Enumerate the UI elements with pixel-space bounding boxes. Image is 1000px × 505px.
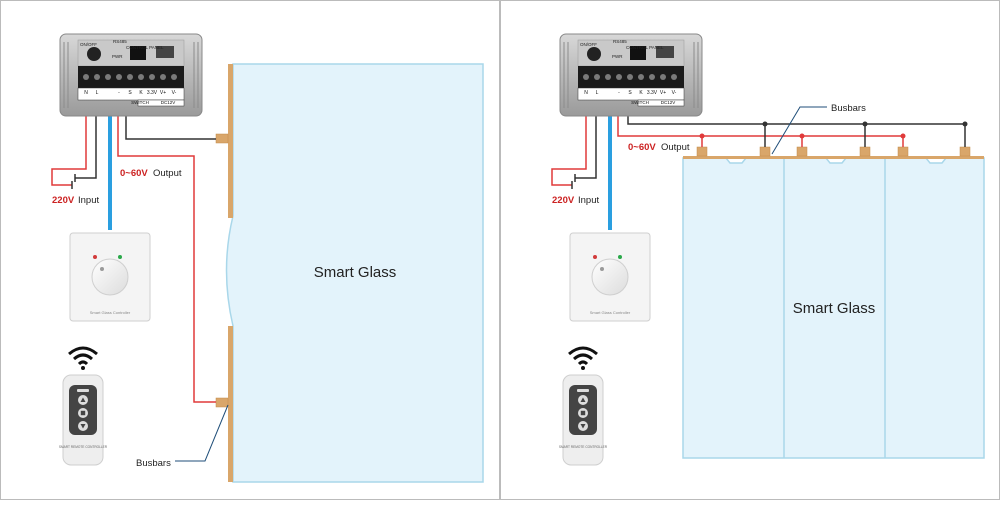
- left-wall-controller: [69, 232, 151, 322]
- left-input-voltage: 220V: [52, 195, 75, 206]
- right-output-word: Output: [661, 142, 690, 153]
- right-remote-text: SMART REMOTE CONTROLLER: [559, 445, 608, 449]
- right-terminal-vplus: V+: [660, 90, 666, 96]
- left-output-voltage: 0~60V: [120, 168, 148, 179]
- left-terminal-k: K: [139, 90, 143, 96]
- right-input-word: Input: [578, 195, 599, 206]
- right-terminal-n: N: [584, 90, 588, 96]
- right-terminal-vminus: V-: [672, 90, 677, 96]
- left-smart-glass-label: Smart Glass: [314, 264, 397, 281]
- left-driver-on-off: ON/OFF: [80, 42, 97, 47]
- right-terminal-minus: -: [618, 90, 620, 96]
- right-busbars-label: Busbars: [831, 103, 866, 114]
- left-output-word: Output: [153, 168, 182, 179]
- left-driver-pwr: PWR: [112, 54, 123, 59]
- left-terminal-minus: -: [118, 90, 120, 96]
- right-driver-switch-label: SWITCH: [631, 100, 649, 105]
- right-terminal-k: K: [639, 90, 643, 96]
- right-red-input-wire: [551, 83, 587, 186]
- right-panel: Smart Glass: [551, 33, 985, 466]
- right-driver-on-off: ON/OFF: [580, 42, 597, 47]
- right-output-voltage: 0~60V: [628, 142, 656, 153]
- left-busbar-upper: [228, 64, 233, 218]
- left-red-input-wire: [51, 83, 87, 186]
- left-terminal-3v3: 3.3V: [147, 90, 158, 96]
- right-remote-control: [562, 374, 604, 466]
- left-busbar-terminal-top: [215, 133, 229, 144]
- left-driver-switch-label: SWITCH: [131, 100, 149, 105]
- left-busbar-lower: [228, 326, 233, 482]
- right-driver-dc-label: DC12V: [661, 100, 676, 105]
- left-remote-control: [62, 374, 104, 466]
- right-busbar-strip: [683, 156, 984, 159]
- left-panel: Smart Glass ON/OFF RS485 CONTROL PANEL P…: [51, 33, 484, 483]
- left-driver-control-panel: CONTROL PANEL: [126, 45, 164, 50]
- left-remote-text: SMART REMOTE CONTROLLER: [59, 445, 108, 449]
- left-input-word: Input: [78, 195, 99, 206]
- left-driver-dc-label: DC12V: [161, 100, 176, 105]
- left-terminal-l: L: [96, 90, 99, 96]
- right-terminal-3v3: 3.3V: [647, 90, 658, 96]
- right-black-junctions: [762, 121, 968, 127]
- right-driver-rs485: RS485: [613, 39, 627, 44]
- left-red-output-wire: [117, 83, 216, 403]
- right-wall-controller: [569, 232, 651, 322]
- left-terminal-n: N: [84, 90, 88, 96]
- left-terminal-s: S: [128, 90, 132, 96]
- left-busbars-leader-line: [175, 404, 229, 462]
- right-controller-text: Smart Glass Controller: [590, 310, 631, 315]
- right-busbars-leader-line: [771, 106, 827, 155]
- left-busbar-terminal-bottom: [215, 397, 229, 408]
- right-smart-glass-label: Smart Glass: [793, 300, 876, 317]
- left-controller-text: Smart Glass Controller: [90, 310, 131, 315]
- right-driver-control-panel: CONTROL PANEL: [626, 45, 664, 50]
- right-terminal-l: L: [596, 90, 599, 96]
- right-red-junctions: [699, 133, 906, 139]
- left-terminal-vplus: V+: [160, 90, 166, 96]
- left-terminal-vminus: V-: [172, 90, 177, 96]
- right-terminal-s: S: [628, 90, 632, 96]
- left-busbars-label: Busbars: [136, 458, 171, 469]
- right-input-voltage: 220V: [552, 195, 575, 206]
- right-driver-pwr: PWR: [612, 54, 623, 59]
- left-driver-rs485: RS485: [113, 39, 127, 44]
